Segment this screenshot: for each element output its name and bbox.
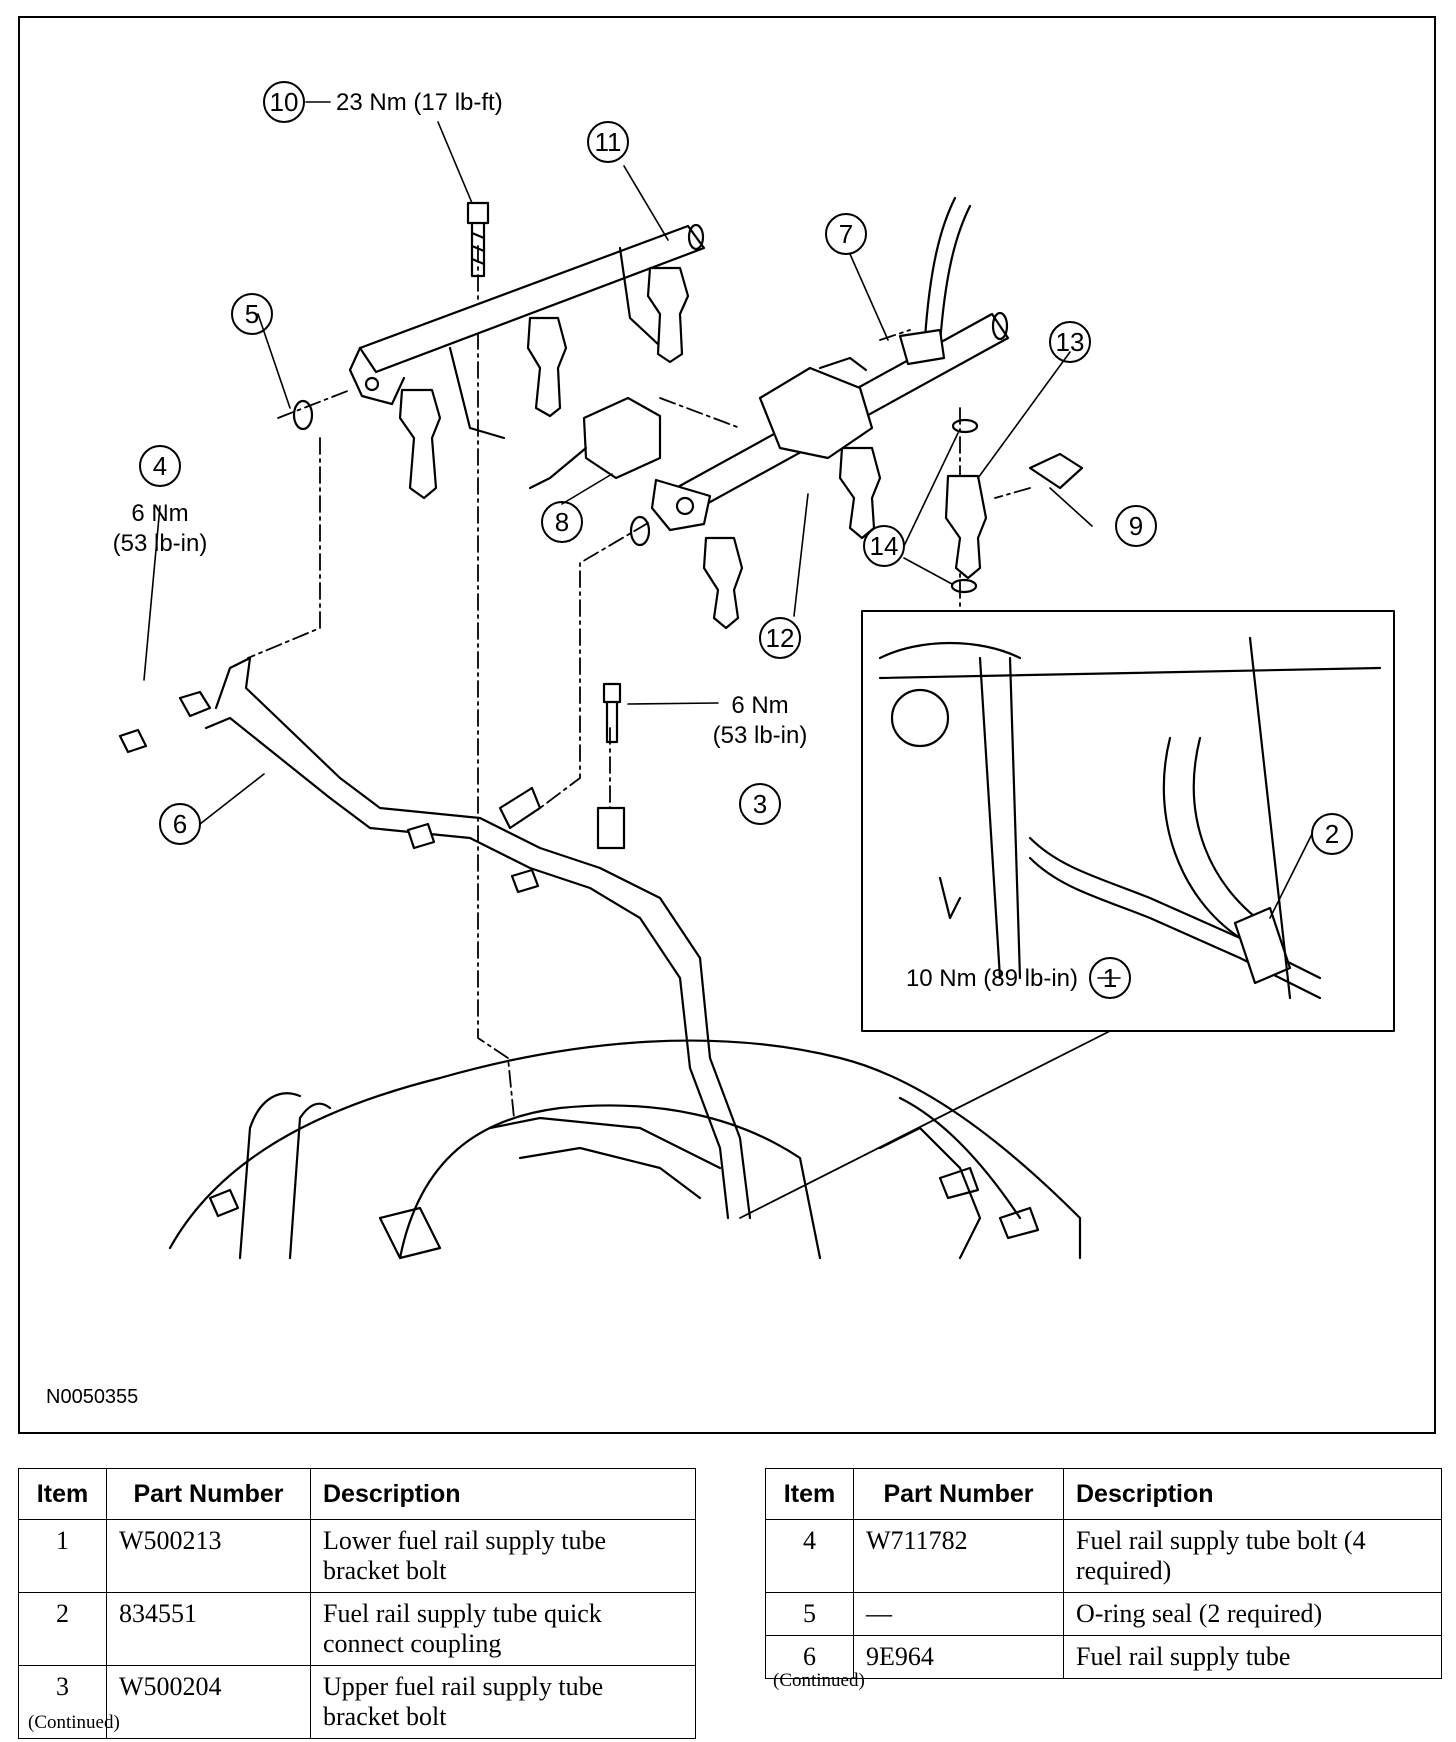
header-part-number: Part Number [853, 1468, 1064, 1520]
fuel-pressure-sensor [758, 356, 874, 460]
part-number-cell: W711782 [853, 1519, 1064, 1593]
header-item: Item [765, 1468, 854, 1520]
table-row: 5 — O-ring seal (2 required) [765, 1592, 1442, 1636]
description-cell: Fuel rail supply tube quick connect coup… [310, 1592, 696, 1666]
callout-5: 5 [245, 299, 259, 329]
upper-fuel-rail [348, 223, 706, 500]
bolt-10 [466, 201, 490, 278]
callout-12: 12 [766, 623, 795, 653]
callout-9: 9 [1129, 511, 1143, 541]
callout-13: 13 [1056, 327, 1085, 357]
item-cell: 4 [765, 1519, 854, 1593]
injector-13 [944, 418, 988, 594]
part-number-cell: W500213 [106, 1519, 311, 1593]
figure-frame: 1 2 3 4 5 6 7 8 9 10 11 12 13 14 23 Nm (… [18, 16, 1436, 1434]
lower-fuel-rail [650, 311, 1010, 630]
inset-leader [739, 1030, 1111, 1219]
description-cell: Fuel rail supply tube bolt (4 required) [1063, 1519, 1442, 1593]
torque-spec-4-nm: 6 Nm [131, 500, 188, 527]
parts-table-left: Item Part Number Description 1 W500213 L… [18, 1468, 696, 1739]
o-ring-5b [629, 515, 651, 547]
header-description: Description [310, 1468, 696, 1520]
figure-id: N0050355 [46, 1386, 138, 1408]
description-cell: Fuel rail supply tube [1063, 1635, 1442, 1679]
callout-6: 6 [173, 809, 187, 839]
connector-9 [1028, 452, 1084, 490]
header-description: Description [1063, 1468, 1442, 1520]
callout-11: 11 [595, 127, 622, 157]
part-number-cell: W500204 [106, 1665, 311, 1739]
callout-1: 1 [1103, 963, 1117, 993]
connector-8 [528, 396, 662, 490]
parts-table-right: Item Part Number Description 4 W711782 F… [765, 1468, 1442, 1679]
torque-spec-3-nm: 6 Nm [731, 692, 788, 719]
table-header-row: Item Part Number Description [765, 1468, 1442, 1520]
o-ring-5 [292, 399, 314, 431]
inset-detail [861, 610, 1395, 1032]
table-row: 1 W500213 Lower fuel rail supply tube br… [18, 1519, 696, 1593]
torque-spec-4-lbin: (53 lb-in) [113, 530, 208, 557]
part-number-cell: 9E964 [853, 1635, 1064, 1679]
header-item: Item [18, 1468, 107, 1520]
torque-spec-3-lbin: (53 lb-in) [713, 722, 808, 749]
exploded-fuel-rail-diagram: 1 2 3 4 5 6 7 8 9 10 11 12 13 14 23 Nm (… [46, 81, 1395, 1408]
callout-3: 3 [753, 789, 767, 819]
table-row: 2 834551 Fuel rail supply tube quick con… [18, 1592, 696, 1666]
item-cell: 2 [18, 1592, 107, 1666]
continued-note-left: (Continued) [28, 1712, 120, 1733]
callout-14: 14 [870, 531, 899, 561]
continued-note-right: (Continued) [773, 1670, 865, 1691]
vacuum-hose-7 [898, 196, 972, 366]
callout-8: 8 [555, 507, 569, 537]
description-cell: O-ring seal (2 required) [1063, 1592, 1442, 1636]
table-row: 4 W711782 Fuel rail supply tube bolt (4 … [765, 1519, 1442, 1593]
callout-circles [139, 81, 1353, 999]
callout-4: 4 [153, 451, 167, 481]
item-cell: 1 [18, 1519, 107, 1593]
table-header-row: Item Part Number Description [18, 1468, 696, 1520]
description-cell: Lower fuel rail supply tube bracket bolt [310, 1519, 696, 1593]
item-cell: 5 [765, 1592, 854, 1636]
bolt-3 [602, 682, 622, 744]
item-cell: 6 [765, 1635, 854, 1679]
table-row: 6 9E964 Fuel rail supply tube [765, 1635, 1442, 1679]
fuel-rail-supply-tube [118, 656, 752, 1220]
description-cell: Upper fuel rail supply tube bracket bolt [310, 1665, 696, 1739]
table-row: 3 W500204 Upper fuel rail supply tube br… [18, 1665, 696, 1739]
header-part-number: Part Number [106, 1468, 311, 1520]
bracket-3 [596, 806, 626, 850]
torque-spec-1: 10 Nm (89 lb-in) [906, 965, 1078, 992]
intake-manifold [168, 1039, 1082, 1260]
callout-7: 7 [839, 219, 853, 249]
callout-10: 10 [270, 87, 299, 117]
part-number-cell: 834551 [106, 1592, 311, 1666]
leader-lines [143, 101, 1313, 979]
callout-2: 2 [1325, 819, 1339, 849]
part-number-cell: — [853, 1592, 1064, 1636]
torque-spec-10: 23 Nm (17 lb-ft) [336, 89, 503, 116]
